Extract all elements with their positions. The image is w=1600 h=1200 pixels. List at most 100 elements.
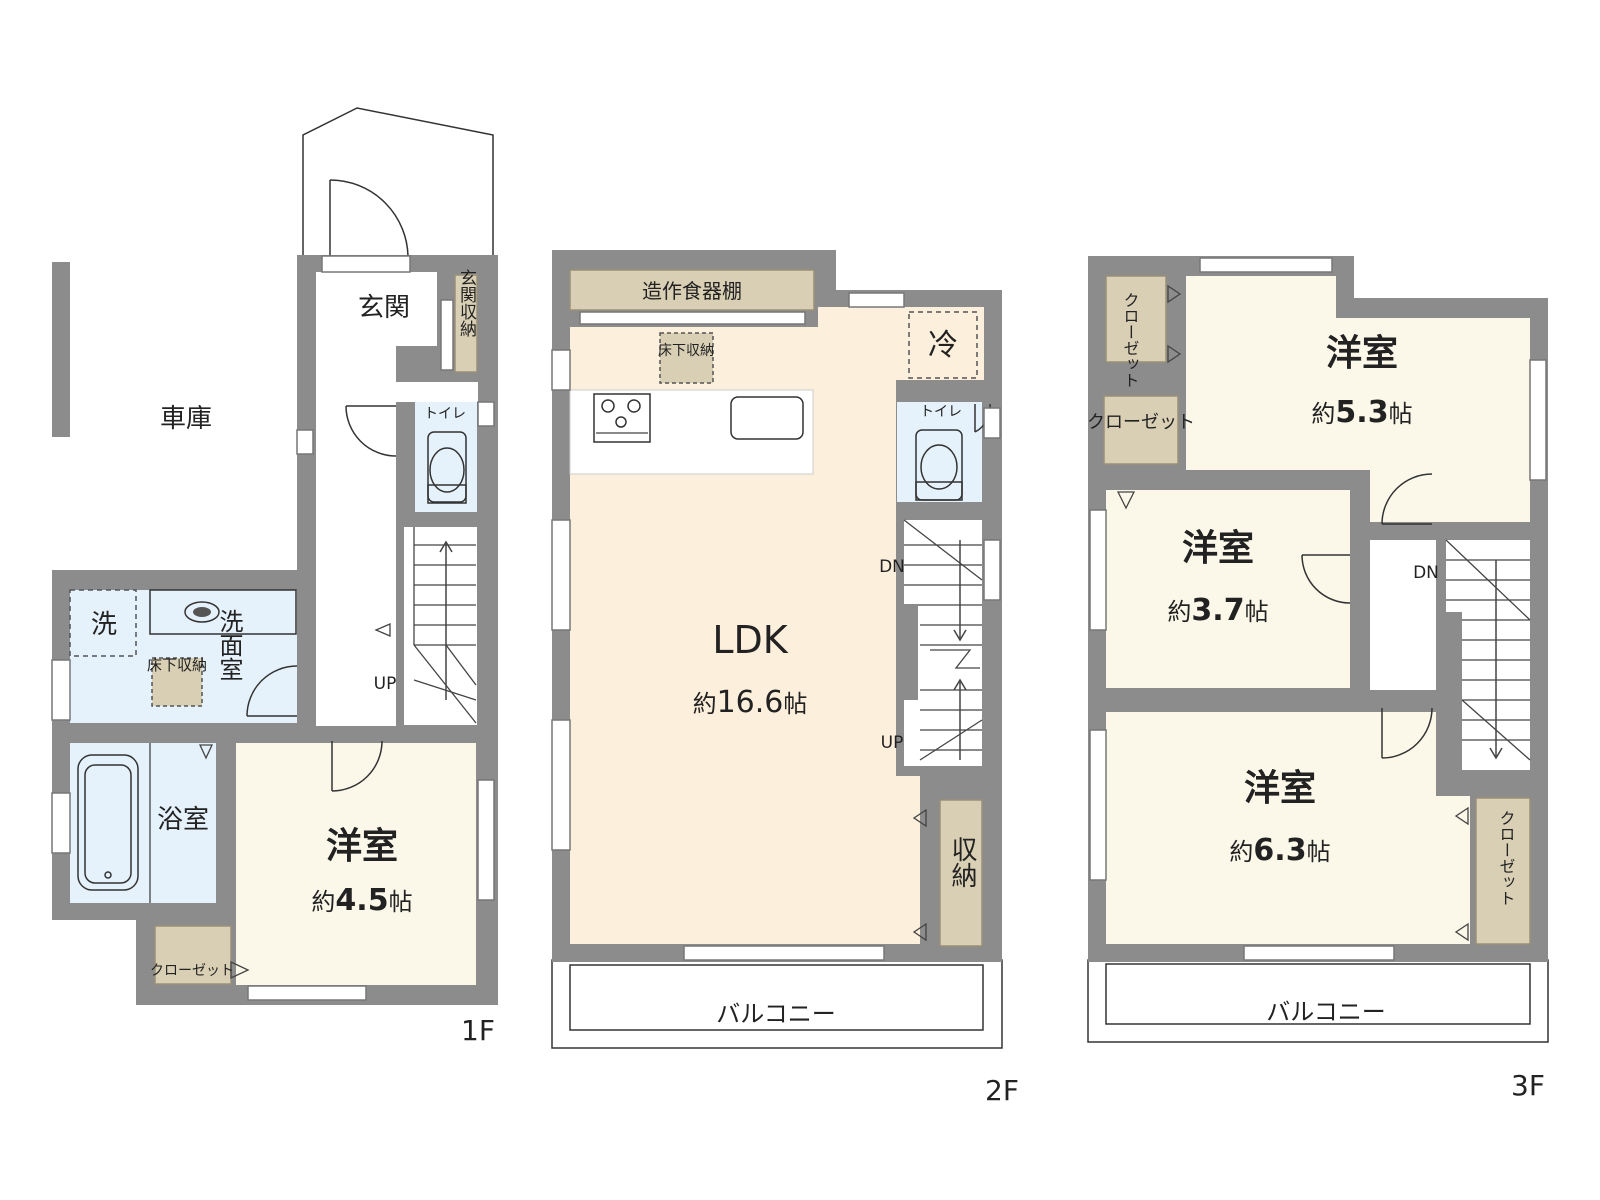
cupboard-label: 造作食器棚 <box>642 279 742 303</box>
underfloor-storage-label: 床下収納 <box>147 656 207 674</box>
entrance-porch <box>302 107 494 258</box>
window <box>551 349 571 391</box>
fridge-space <box>908 311 978 379</box>
bedroom-5-3-door-swing <box>1381 473 1433 525</box>
bedroom-6-3-name: 洋室 <box>1244 768 1316 809</box>
stairs-3f-treads <box>1445 539 1531 761</box>
bedroom-3-7-name: 洋室 <box>1182 528 1254 569</box>
toilet-door-swing <box>345 405 397 457</box>
closet-1f <box>154 925 232 985</box>
bathtub <box>77 754 139 891</box>
closet-1f-label: クローゼット <box>150 963 234 979</box>
window <box>51 792 71 854</box>
kitchen-sink-icon <box>730 396 804 440</box>
underfloor-storage <box>659 332 714 384</box>
bedroom-5-3 <box>1186 276 1530 522</box>
bedroom-5-3-area: 約5.3帖 <box>1311 395 1412 430</box>
stairs-1f <box>404 527 477 725</box>
sink-icon <box>184 601 220 623</box>
stairs-wall <box>898 605 918 700</box>
ldk-name: LDK <box>712 618 788 662</box>
fridge-label: 冷 <box>928 328 958 363</box>
washroom-label: 洗面室 <box>215 609 243 681</box>
toilet-label: トイレ <box>920 404 962 420</box>
storage-2f <box>939 799 983 947</box>
stairs-up-label: UP <box>881 733 904 753</box>
bath-label: 浴室 <box>157 805 209 835</box>
washer-space <box>69 589 137 657</box>
closet-b-label: クローゼット <box>1087 412 1195 433</box>
door-marker <box>374 623 391 637</box>
window <box>440 299 454 371</box>
front-door-swing <box>329 179 409 259</box>
drain-icon <box>104 871 112 879</box>
washroom-door-swing <box>246 665 298 717</box>
stairs-down-label: DN <box>879 557 905 577</box>
closet-door-marker <box>230 960 250 980</box>
balcony-2f-inner <box>569 964 984 1031</box>
closet-a-label: クローゼット <box>1121 292 1140 388</box>
bedroom-3-7-area: 約3.7帖 <box>1167 593 1268 628</box>
window <box>551 719 571 851</box>
bedroom-1f <box>236 743 476 985</box>
closet-c-label: クローゼット <box>1497 810 1516 906</box>
window <box>983 407 1001 439</box>
entrance-label: 玄関 <box>358 293 410 323</box>
bathroom <box>70 743 216 903</box>
front-door-frame <box>321 255 411 273</box>
bedroom-6-3 <box>1106 712 1470 944</box>
kitchen-counter <box>569 389 814 475</box>
entrance-storage <box>454 274 478 373</box>
sink-drain-icon <box>193 607 211 617</box>
bedroom-5-3-name: 洋室 <box>1326 333 1398 374</box>
cupboard-doors <box>579 311 806 325</box>
hallway <box>316 346 396 726</box>
toilet-label: トイレ <box>424 406 466 422</box>
stairs-down-label: DN <box>1413 563 1439 583</box>
ldk-area: 約16.6帖 <box>693 685 808 720</box>
floor-2f: 造作食器棚 床下収納 冷 トイレ LDK 約16.6帖 DN UP 収納 バルコ… <box>551 250 1019 1107</box>
cooktop-icon <box>593 393 651 443</box>
bedroom-6-3-area: 約6.3帖 <box>1229 833 1330 868</box>
bedroom-3-7-door-swing <box>1301 554 1351 604</box>
entrance-storage-label: 玄関収納 <box>456 269 477 338</box>
burner-icon <box>601 399 615 413</box>
toilet-bowl-icon <box>920 444 958 490</box>
entrance-room <box>316 272 437 346</box>
toilet-tank-icon <box>915 481 963 501</box>
window <box>1529 359 1547 481</box>
stairs-up-label: UP <box>374 674 397 694</box>
hallway-top <box>396 382 478 402</box>
window <box>1089 509 1107 631</box>
vanity <box>149 589 297 635</box>
balcony-door <box>683 945 885 961</box>
toilet-tank-icon <box>427 484 467 504</box>
balcony-door <box>1243 945 1395 961</box>
bedroom-1f-area: 約4.5帖 <box>311 883 412 918</box>
stairs-1f-treads <box>413 527 477 724</box>
cupboard <box>569 269 815 311</box>
bedroom-3-7 <box>1106 490 1350 688</box>
balcony-3f-inner <box>1105 963 1531 1025</box>
bedroom-door-swing <box>331 740 383 792</box>
toilet-bowl-icon <box>429 447 465 493</box>
closet-b <box>1103 395 1179 465</box>
balcony-3f-label: バルコニー <box>1266 998 1386 1026</box>
bath-door-marker <box>198 744 214 760</box>
closet-a <box>1105 275 1167 363</box>
window <box>51 659 71 721</box>
bedroom-6-3-door-swing <box>1381 707 1433 759</box>
floor-1f-label: 1F <box>461 1014 495 1047</box>
window <box>296 429 314 455</box>
garage-wall <box>52 262 70 437</box>
window <box>477 401 495 427</box>
stairs-wall <box>1442 612 1462 790</box>
floor-2f-label: 2F <box>985 1074 1019 1107</box>
burner-icon <box>615 416 627 428</box>
window <box>477 779 495 901</box>
window <box>983 539 1001 601</box>
window <box>551 519 571 631</box>
toilet-icon <box>427 431 467 503</box>
balcony-2f-label: バルコニー <box>716 1000 836 1028</box>
